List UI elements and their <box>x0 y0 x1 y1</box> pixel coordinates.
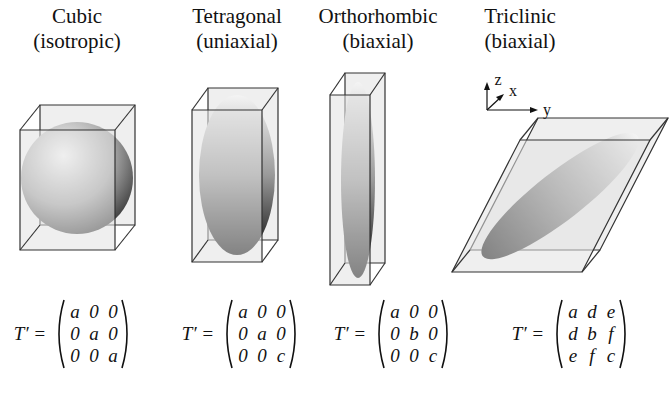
axis-label: x <box>509 82 517 100</box>
matrix-entry: a <box>238 302 248 323</box>
matrix-lhs: T′ = <box>334 324 366 345</box>
matrix-entry: a <box>108 346 118 367</box>
matrix-entry: 0 <box>257 302 267 323</box>
matrix-entry: d <box>568 324 578 345</box>
matrix-lhs: T′ = <box>182 324 214 345</box>
matrix-entry: a <box>70 302 80 323</box>
title-text: (isotropic) <box>33 30 120 53</box>
matrix-entry: a <box>390 302 400 323</box>
axis-label: z <box>494 71 501 89</box>
title-text: Triclinic <box>484 5 556 28</box>
matrix-entry: 0 <box>428 302 438 323</box>
matrix-lhs: T′ = <box>14 324 46 345</box>
title-text: (uniaxial) <box>196 30 278 53</box>
matrix-entry: 0 <box>409 302 419 323</box>
matrix-entry: 0 <box>108 324 118 345</box>
matrix-entry: 0 <box>428 324 438 345</box>
matrix-entry: 0 <box>409 346 419 367</box>
matrix-entry: a <box>568 302 578 323</box>
matrix-entry: b <box>409 324 419 345</box>
title-text: (biaxial) <box>484 30 555 53</box>
matrix-entry: 0 <box>276 302 286 323</box>
matrix-lhs: T′ = <box>512 324 544 345</box>
matrix-entry: a <box>257 324 267 345</box>
matrix-entry: 0 <box>257 346 267 367</box>
matrix-entry: 0 <box>238 324 248 345</box>
matrix-entry: 0 <box>70 324 80 345</box>
title-text: (biaxial) <box>342 30 413 53</box>
matrix-entry: c <box>429 346 437 367</box>
axis-label: y <box>543 101 551 119</box>
matrix-brackets <box>59 300 625 368</box>
matrix-entry: 0 <box>276 324 286 345</box>
matrix-entry: c <box>607 346 615 367</box>
unit-cells <box>20 73 668 285</box>
matrix-entry: e <box>607 302 615 323</box>
matrix-entry: c <box>277 346 285 367</box>
matrix-entry: d <box>587 302 597 323</box>
axes <box>484 82 538 113</box>
matrix-entry: 0 <box>390 324 400 345</box>
matrix-entry: e <box>569 346 577 367</box>
matrix-entry: 0 <box>89 346 99 367</box>
matrix-entry: 0 <box>70 346 80 367</box>
matrix-entry: 0 <box>89 302 99 323</box>
matrix-entry: a <box>89 324 99 345</box>
matrix-entry: 0 <box>238 346 248 367</box>
matrix-entry: 0 <box>390 346 400 367</box>
title-text: Cubic <box>52 5 102 28</box>
matrix-entry: f <box>608 324 613 345</box>
matrix-entry: b <box>587 324 597 345</box>
title-text: Orthorhombic <box>319 5 438 28</box>
title-text: Tetragonal <box>192 5 282 28</box>
matrix-entry: f <box>589 346 594 367</box>
matrix-entry: 0 <box>108 302 118 323</box>
